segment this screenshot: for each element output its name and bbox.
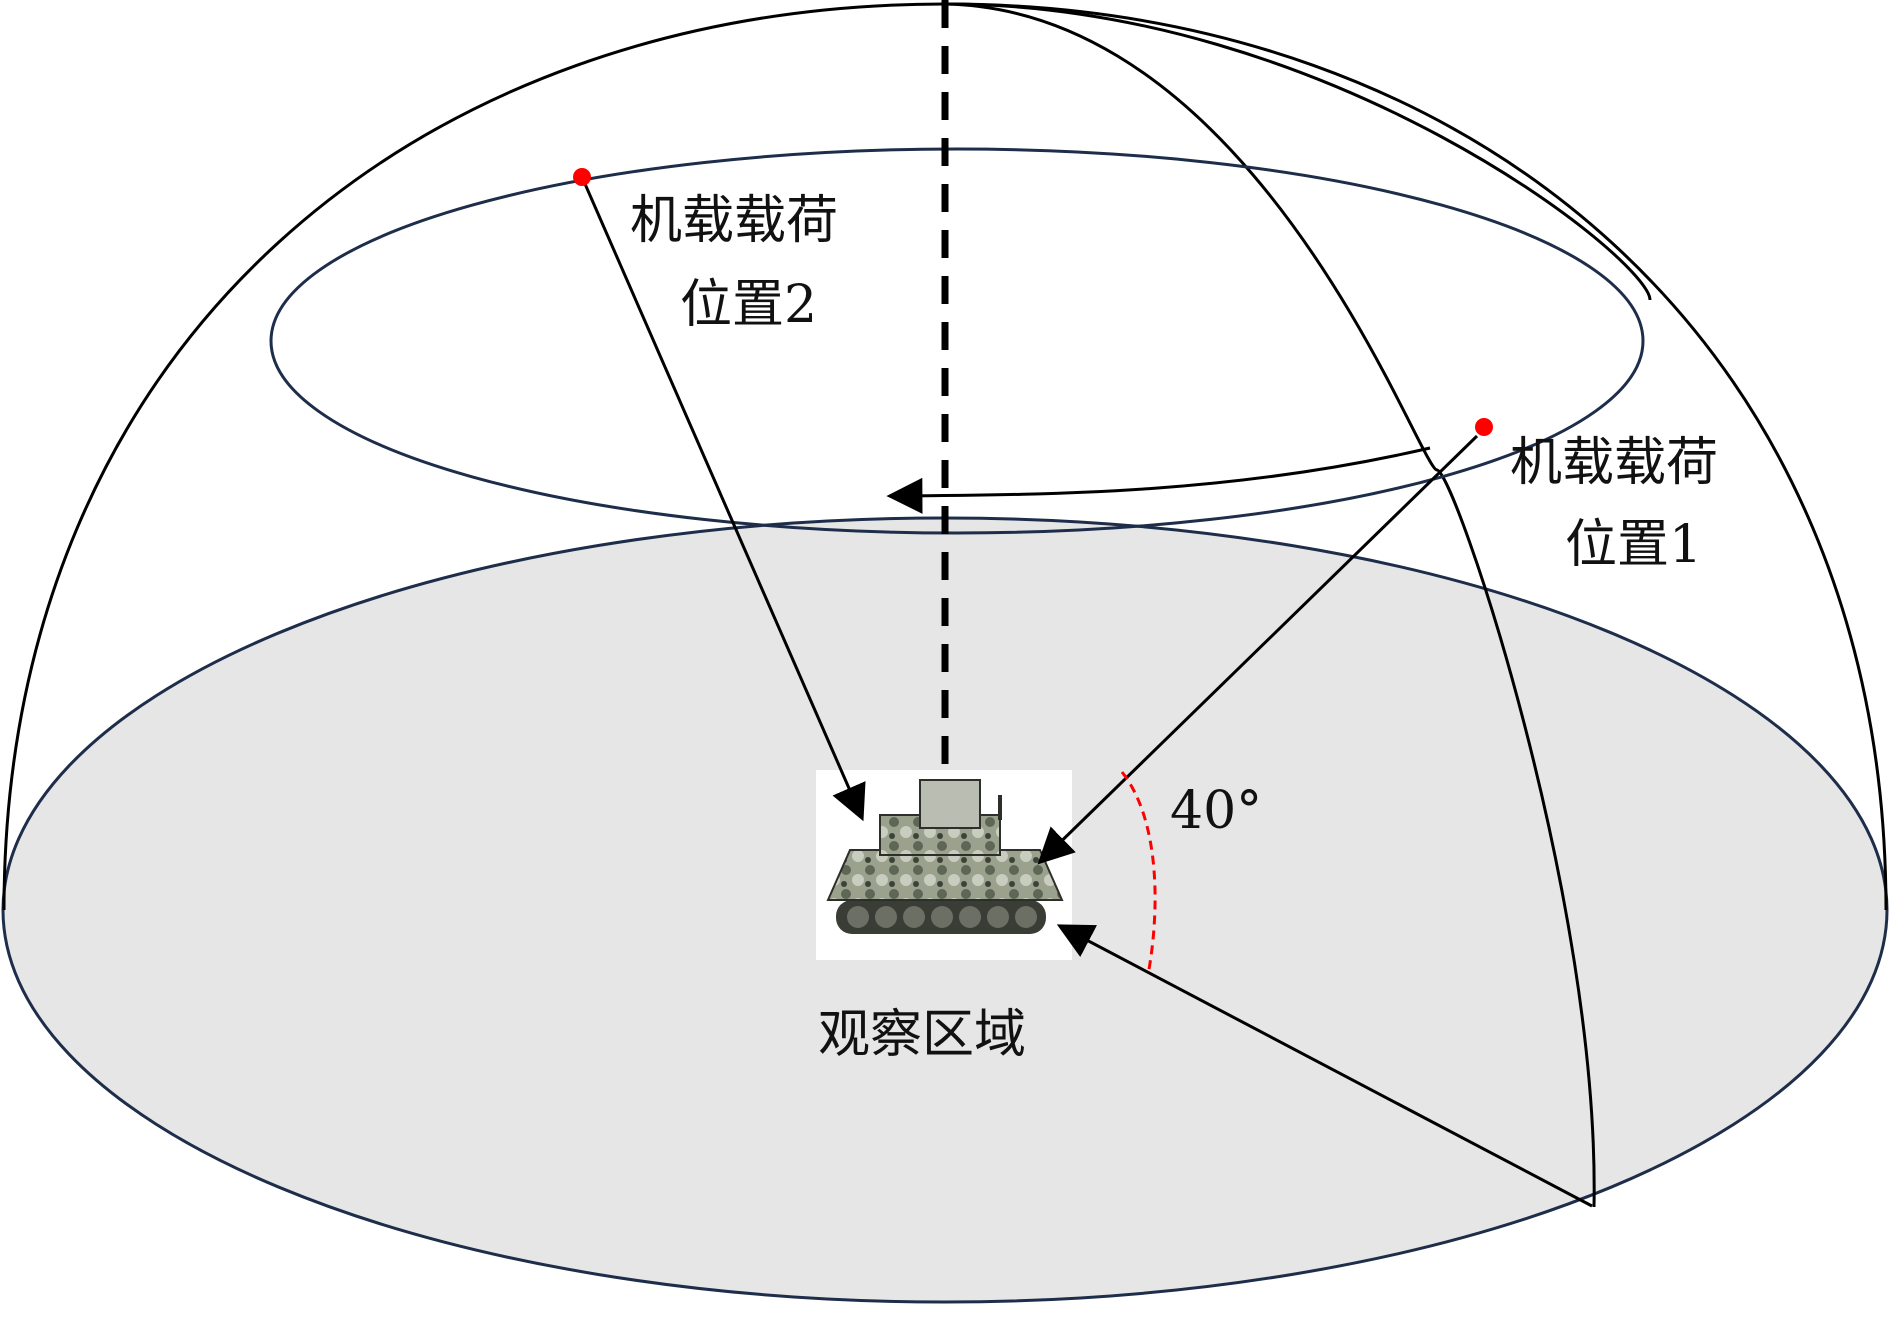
- position-2-marker: [573, 168, 591, 186]
- meridian-arc-inner: [944, 2, 1596, 1208]
- ground-reference-line: [1056, 924, 1593, 1208]
- meridian-arc-outer: [944, 2, 1652, 301]
- elevation-angle-arc: [1120, 771, 1157, 976]
- position-1-marker: [1475, 418, 1493, 436]
- tracked-vehicle-icon: [816, 770, 1072, 960]
- position-2-label-line1: 机载载荷: [630, 191, 838, 251]
- observation-area-label: 观察区域: [818, 1005, 1026, 1065]
- orbit-ellipse: [269, 147, 1645, 535]
- orbit-direction-arrow: [886, 446, 1431, 514]
- position-2-label-line2: 位置2: [680, 275, 817, 335]
- line-of-sight-position-2: [580, 176, 866, 822]
- angle-label: 40°: [1170, 781, 1262, 841]
- line-of-sight-position-1: [1037, 434, 1479, 865]
- position-1-label-line1: 机载载荷: [1510, 433, 1718, 493]
- position-1-label-line2: 位置1: [1565, 515, 1702, 575]
